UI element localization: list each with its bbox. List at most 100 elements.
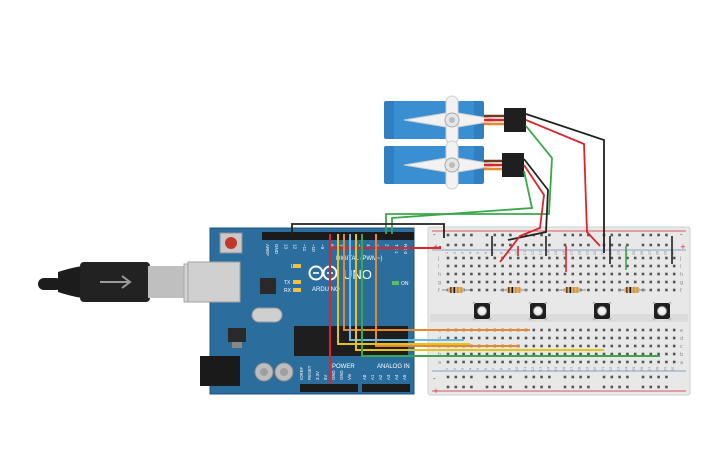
analog-pin-header [362, 384, 410, 392]
column-number: 13 [539, 251, 543, 256]
digital-pin-label: ~5 [357, 244, 362, 250]
column-number: 4 [468, 251, 472, 254]
column-number: 5 [476, 252, 480, 254]
pushbutton[interactable] [592, 301, 612, 321]
column-number: 9 [507, 251, 511, 254]
rail-plus-label: + [433, 387, 439, 395]
row-letter: j [437, 256, 439, 262]
column-number: 26 [640, 366, 644, 371]
column-number: 5 [476, 368, 480, 370]
power-pin-label: 3.3V [315, 371, 320, 380]
column-number: 24 [624, 366, 628, 371]
column-number: 9 [507, 367, 511, 370]
rail-minus-label: - [433, 375, 436, 383]
resistor [500, 287, 528, 293]
row-letter: f [680, 288, 682, 294]
power-header-label: POWER [332, 364, 355, 370]
digital-pin-label: TX 1 [394, 244, 399, 254]
rail-plus-label: + [680, 243, 686, 251]
power-jack [200, 356, 240, 386]
column-number: 15 [554, 367, 558, 372]
servo-leads [484, 108, 526, 177]
power-pin-label: GND [339, 370, 344, 380]
row-letter: i [680, 264, 681, 270]
rail-minus-label: - [433, 231, 436, 239]
led-tx-label: TX [284, 280, 291, 286]
power-pin-label: 5V [323, 375, 328, 380]
column-number: 13 [539, 367, 543, 372]
analog-pin-label: A2 [378, 374, 383, 380]
column-number: 14 [546, 250, 550, 255]
column-number: 28 [656, 250, 660, 255]
column-number: 29 [663, 366, 667, 371]
analog-pin-label: A5 [402, 374, 407, 380]
digital-pin-label: GND [274, 244, 279, 255]
column-number: 12 [531, 251, 535, 256]
column-number: 11 [523, 367, 527, 372]
row-letter: i [438, 264, 439, 270]
column-number: 2 [453, 368, 457, 370]
resistor [558, 287, 586, 293]
column-number: 27 [648, 367, 652, 372]
row-letter: f [438, 288, 440, 294]
analog-pin-label: A4 [394, 374, 399, 380]
row-letter: h [438, 272, 441, 278]
digital-pin-label: ~11 [302, 244, 307, 252]
column-number: 8 [500, 367, 504, 370]
column-number: 17 [570, 251, 574, 256]
row-letter: g [680, 280, 683, 286]
arduino-model-text: UNO [343, 267, 372, 282]
row-letter: e [680, 328, 683, 334]
servo-connector [502, 153, 524, 177]
column-number: 3 [461, 368, 465, 370]
column-number: 1 [445, 368, 449, 370]
pushbuttons [472, 301, 672, 321]
usb-symbol-icon [100, 275, 132, 289]
column-number: 4 [468, 367, 472, 370]
digital-pin-label: 8 [329, 244, 334, 247]
digital-pin-label: 2 [385, 244, 390, 247]
crystal [251, 307, 283, 323]
servo-connector [504, 108, 526, 132]
digital-pin-label: 7 [339, 244, 344, 247]
column-number: 22 [609, 367, 613, 372]
column-number: 20 [593, 250, 597, 255]
row-letter: d [680, 336, 683, 342]
center-channel [430, 314, 688, 322]
digital-pin-header [262, 232, 410, 240]
row-letter: b [680, 352, 683, 358]
column-number: 30 [671, 250, 675, 255]
column-number: 21 [601, 367, 605, 372]
column-number: 29 [663, 250, 667, 255]
column-number: 23 [617, 367, 621, 372]
led-l-label: L [291, 264, 294, 270]
column-number: 27 [648, 251, 652, 256]
column-number: 25 [632, 367, 636, 372]
pushbutton[interactable] [528, 301, 548, 321]
column-number: 6 [484, 251, 488, 254]
row-letter: c [680, 344, 683, 350]
column-number: 12 [531, 367, 535, 372]
led-rx-label: RX [284, 288, 292, 294]
column-number: 18 [578, 366, 582, 371]
column-number: 21 [601, 251, 605, 256]
analog-pin-label: A1 [370, 374, 375, 380]
digital-header-label: DIGITAL (PWM~) [336, 256, 383, 262]
row-letter: a [680, 360, 683, 366]
column-number: 10 [515, 366, 519, 371]
resistors [442, 287, 646, 293]
column-number: 11 [523, 251, 527, 256]
column-number: 2 [453, 252, 457, 254]
column-number: 25 [632, 251, 636, 256]
power-pin-label: Vin [347, 373, 352, 380]
pushbutton[interactable] [652, 301, 672, 321]
column-number: 20 [593, 366, 597, 371]
wires [291, 113, 673, 384]
pushbutton[interactable] [472, 301, 492, 321]
column-number: 19 [585, 366, 589, 371]
column-number: 30 [671, 366, 675, 371]
column-number: 3 [461, 252, 465, 254]
